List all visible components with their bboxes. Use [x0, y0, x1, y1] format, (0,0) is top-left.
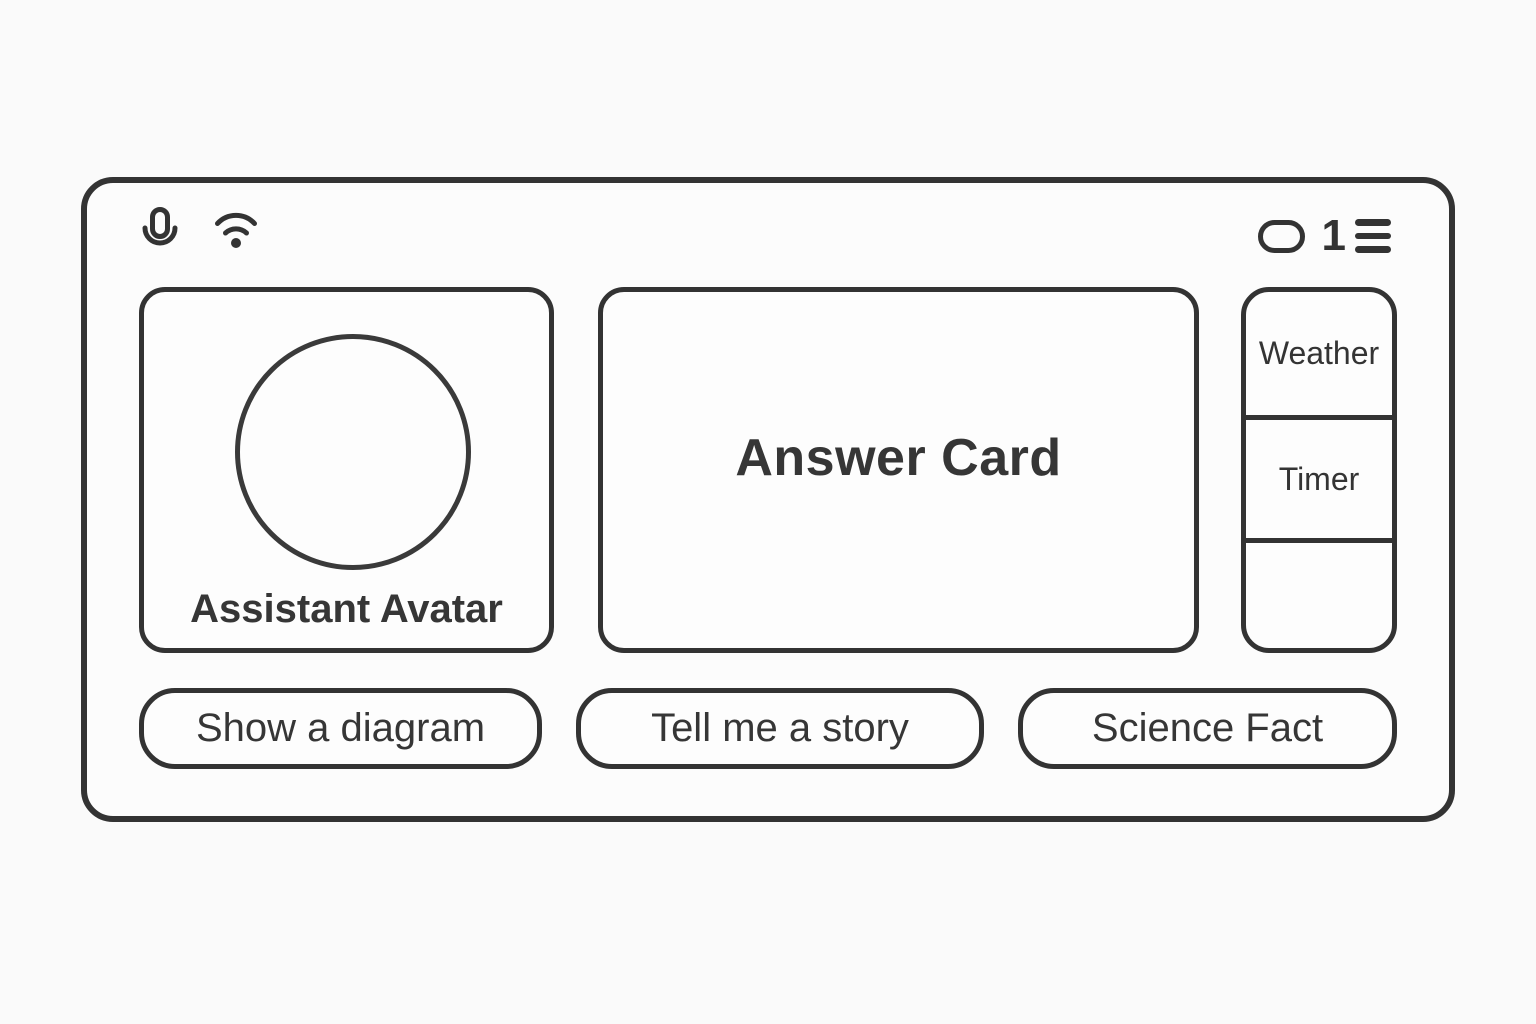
avatar-label: Assistant Avatar: [190, 587, 503, 631]
widget-weather[interactable]: Weather: [1246, 292, 1392, 415]
answer-card-title: Answer Card: [735, 429, 1062, 487]
suggestion-tell-story-button[interactable]: Tell me a story: [576, 688, 984, 769]
answer-card: Answer Card: [598, 287, 1199, 653]
widget-timer[interactable]: Timer: [1246, 415, 1392, 538]
avatar-circle: [235, 334, 471, 570]
widget-list: Weather Timer: [1241, 287, 1397, 653]
widget-timer-label: Timer: [1278, 460, 1360, 497]
widget-empty[interactable]: [1246, 538, 1392, 648]
notification-count: 1: [1321, 211, 1347, 260]
status-bar-left: [141, 207, 260, 255]
list-icon: [1355, 219, 1391, 253]
notification-indicator: 1: [1321, 211, 1391, 260]
widget-weather-label: Weather: [1258, 335, 1380, 371]
status-bar-right: 1: [1257, 211, 1391, 260]
battery-icon: [1257, 219, 1305, 253]
wifi-icon: [215, 212, 257, 248]
microphone-icon: [142, 207, 178, 246]
suggestion-science-fact-button[interactable]: Science Fact: [1018, 688, 1397, 769]
assistant-avatar-panel: Assistant Avatar: [139, 287, 554, 653]
assistant-device-frame: 1 Assistant Avatar Answer Card Weather T…: [81, 177, 1455, 822]
suggestion-show-diagram-button[interactable]: Show a diagram: [139, 688, 542, 769]
